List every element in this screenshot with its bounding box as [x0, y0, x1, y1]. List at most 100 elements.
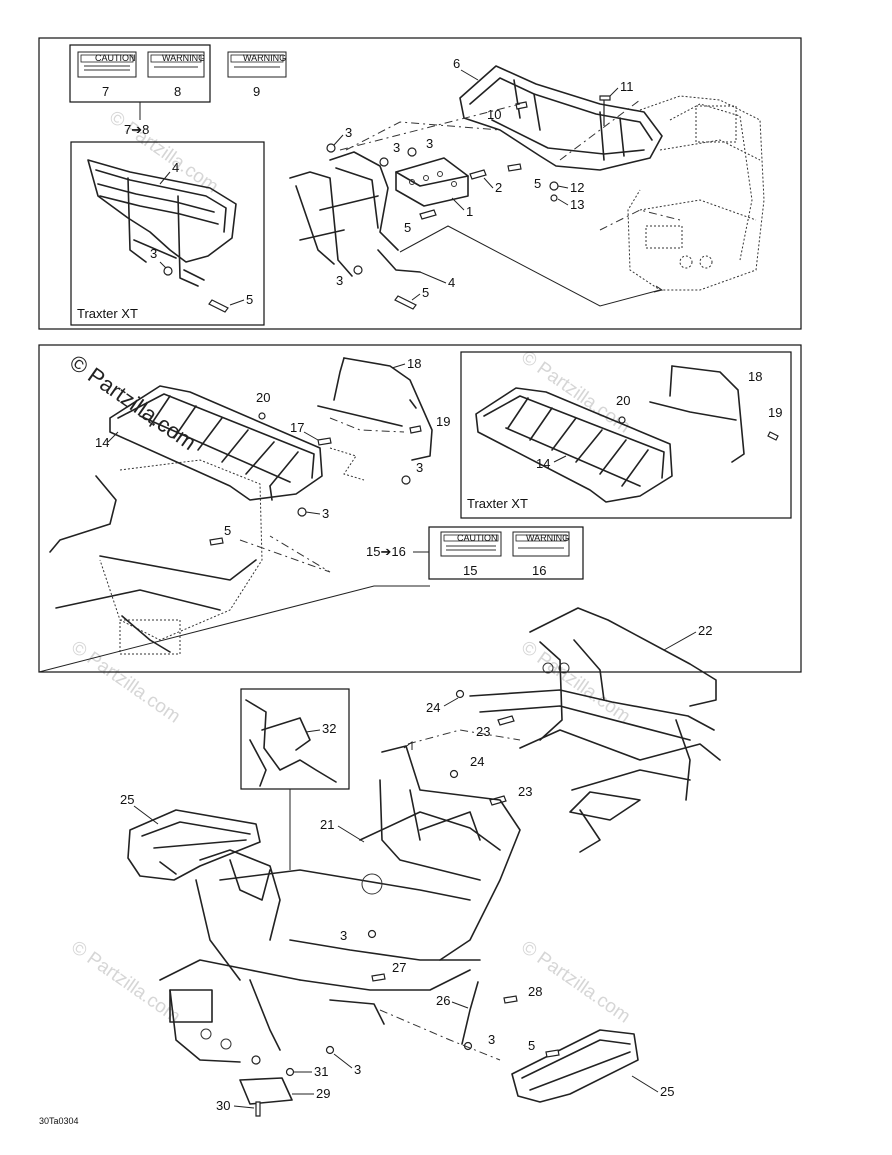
callout-9: 9 [253, 84, 260, 99]
nut-3 [325, 1045, 335, 1055]
callout-18: 18 [748, 369, 762, 384]
bolt-19 [767, 431, 779, 441]
washer-3 [407, 147, 417, 157]
watermark-text: © Partzilla.com [517, 937, 634, 1028]
callout-16: 16 [532, 563, 546, 578]
bushing-24 [449, 769, 459, 779]
step-rail-25-right [511, 1029, 639, 1103]
callout-3: 3 [345, 125, 352, 140]
decal-warning-text: WARNING [162, 53, 205, 63]
image-code: 30Ta0304 [39, 1116, 79, 1126]
bolt-5 [419, 209, 437, 220]
callout-15: 15 [463, 563, 477, 578]
callout-23: 23 [518, 784, 532, 799]
callout-19: 19 [768, 405, 782, 420]
callout-12: 12 [570, 180, 584, 195]
callout-4: 4 [448, 275, 455, 290]
callout-3: 3 [354, 1062, 361, 1077]
bolt-10 [515, 101, 528, 110]
callout-1: 1 [466, 204, 473, 219]
rear-rack-panel [38, 344, 802, 673]
bolt-23 [497, 715, 515, 726]
front-rack-6 [459, 65, 663, 171]
callout-22: 22 [698, 623, 712, 638]
callout-26: 26 [436, 993, 450, 1008]
decal-caution-text: CAUTION [457, 533, 498, 543]
traxter-xt-front-inset [70, 141, 265, 326]
bolt-17 [317, 437, 332, 446]
decal-group-15-16 [428, 526, 584, 580]
decal-warning-9: WARNING [227, 51, 287, 78]
callout-14: 14 [536, 456, 550, 471]
link-26 [461, 981, 479, 1045]
callout-5: 5 [528, 1038, 535, 1053]
watermark-text: © Partzilla.com [67, 937, 184, 1028]
watermark-group: © Partzilla.com © Partzilla.com © Partzi… [67, 107, 634, 1028]
callout-30: 30 [216, 1098, 230, 1113]
washer-3 [163, 266, 173, 276]
kit-label-7-8: 7➔8 [124, 122, 149, 137]
bolt-30 [255, 1101, 261, 1117]
bolt-5 [208, 299, 229, 313]
callout-17: 17 [290, 420, 304, 435]
watermark-text: © Partzilla.com [517, 637, 634, 728]
callout-28: 28 [528, 984, 542, 999]
callout-23: 23 [476, 724, 490, 739]
decal-warning-text: WARNING [243, 53, 286, 63]
washer-3 [379, 157, 389, 167]
rear-rail-xt-18 [649, 365, 745, 463]
mounting-bracket-1 [395, 157, 469, 207]
traxter-xt-caption-front: Traxter XT [77, 306, 138, 321]
rear-frame-section [49, 459, 263, 655]
callout-3: 3 [150, 246, 157, 261]
callout-13: 13 [570, 197, 584, 212]
callout-25: 25 [120, 792, 134, 807]
callout-21: 21 [320, 817, 334, 832]
nut-3 [367, 929, 377, 939]
washer-12 [549, 181, 559, 191]
nut-2 [469, 169, 487, 180]
front-bumper-xt [87, 159, 237, 287]
nut-3 [401, 475, 411, 485]
decal-caution-7: CAUTION [77, 51, 137, 78]
kit-label-15-16: 15➔16 [366, 544, 406, 559]
callout-27: 27 [392, 960, 406, 975]
nut-3 [297, 507, 307, 517]
callout-25: 25 [660, 1084, 674, 1099]
callout-3: 3 [340, 928, 347, 943]
callout-2: 2 [495, 180, 502, 195]
washer-3 [353, 265, 363, 275]
callout-18: 18 [407, 356, 421, 371]
callout-31: 31 [314, 1064, 328, 1079]
callout-19: 19 [436, 414, 450, 429]
watermark-text: © Partzilla.com [105, 107, 222, 198]
decal-caution-text: CAUTION [95, 53, 136, 63]
callout-3: 3 [416, 460, 423, 475]
main-frame-21 [159, 745, 521, 1063]
callout-3: 3 [393, 140, 400, 155]
washer-20 [258, 412, 266, 420]
callout-24: 24 [426, 700, 440, 715]
decal-warning-16: WARNING [512, 531, 570, 557]
callout-5: 5 [404, 220, 411, 235]
rear-rack-xt-14 [475, 387, 673, 503]
decal-caution-15: CAUTION [440, 531, 502, 557]
detail-inset-32 [240, 688, 350, 790]
callout-14: 14 [95, 435, 109, 450]
callout-3: 3 [488, 1032, 495, 1047]
rear-subframe-22 [469, 607, 721, 853]
callout-7: 7 [102, 84, 109, 99]
nut-31 [285, 1067, 295, 1077]
rear-rack-14 [109, 385, 323, 501]
callout-11: 11 [620, 79, 634, 94]
washer-3 [326, 143, 336, 153]
callout-5: 5 [422, 285, 429, 300]
callout-8: 8 [174, 84, 181, 99]
skid-plate-29 [239, 1077, 293, 1105]
callout-5: 5 [534, 176, 541, 191]
callout-29: 29 [316, 1086, 330, 1101]
callout-6: 6 [453, 56, 460, 71]
washer-13 [550, 194, 558, 202]
step-rail-25-left [127, 809, 261, 881]
